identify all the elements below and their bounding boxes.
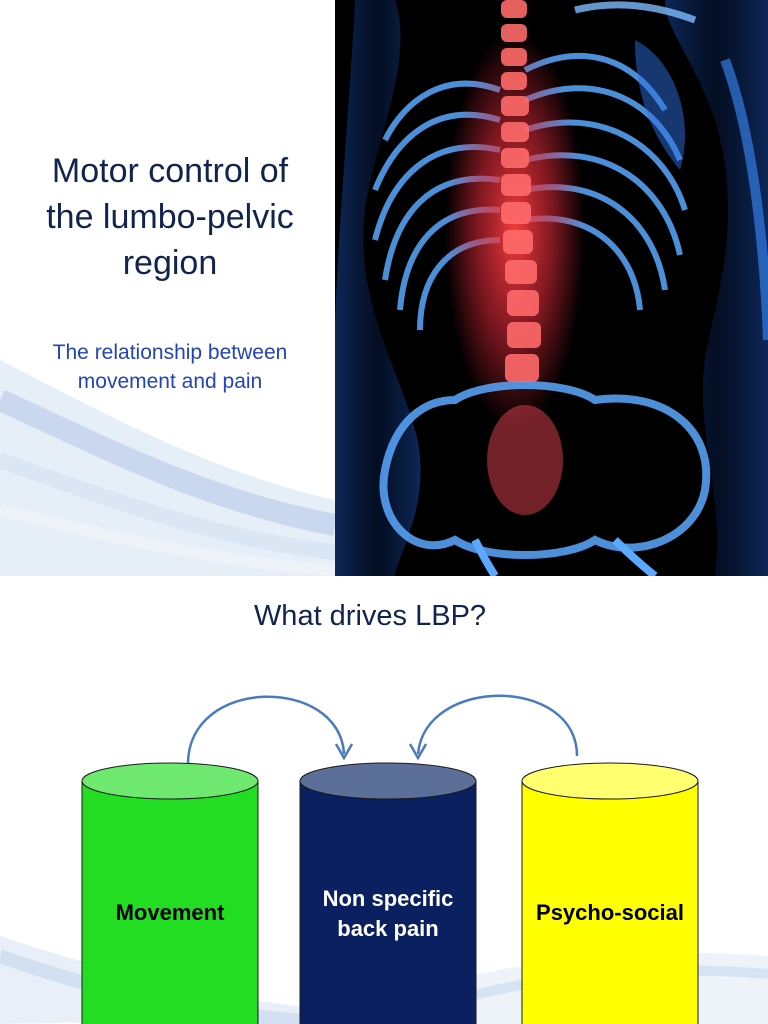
movement-cylinder <box>82 763 258 1024</box>
non-specific-back-pain-label: Non specific back pain <box>300 884 476 944</box>
skeleton-illustration <box>335 0 768 576</box>
background-swoosh <box>0 0 335 576</box>
psychosocial-cylinder <box>522 763 698 1024</box>
slide-title: Motor control of the lumbo-pelvic region <box>30 148 310 286</box>
cylinders <box>0 576 768 1024</box>
spine-xray-image <box>335 0 768 576</box>
slide-subtitle: The relationship between movement and pa… <box>30 338 310 396</box>
what-drives-lbp-slide: What drives LBP? Movement Non specific b… <box>0 576 768 1024</box>
movement-label: Movement <box>82 898 258 928</box>
psycho-social-label: Psycho-social <box>522 898 698 928</box>
title-slide: Motor control of the lumbo-pelvic region… <box>0 0 768 576</box>
